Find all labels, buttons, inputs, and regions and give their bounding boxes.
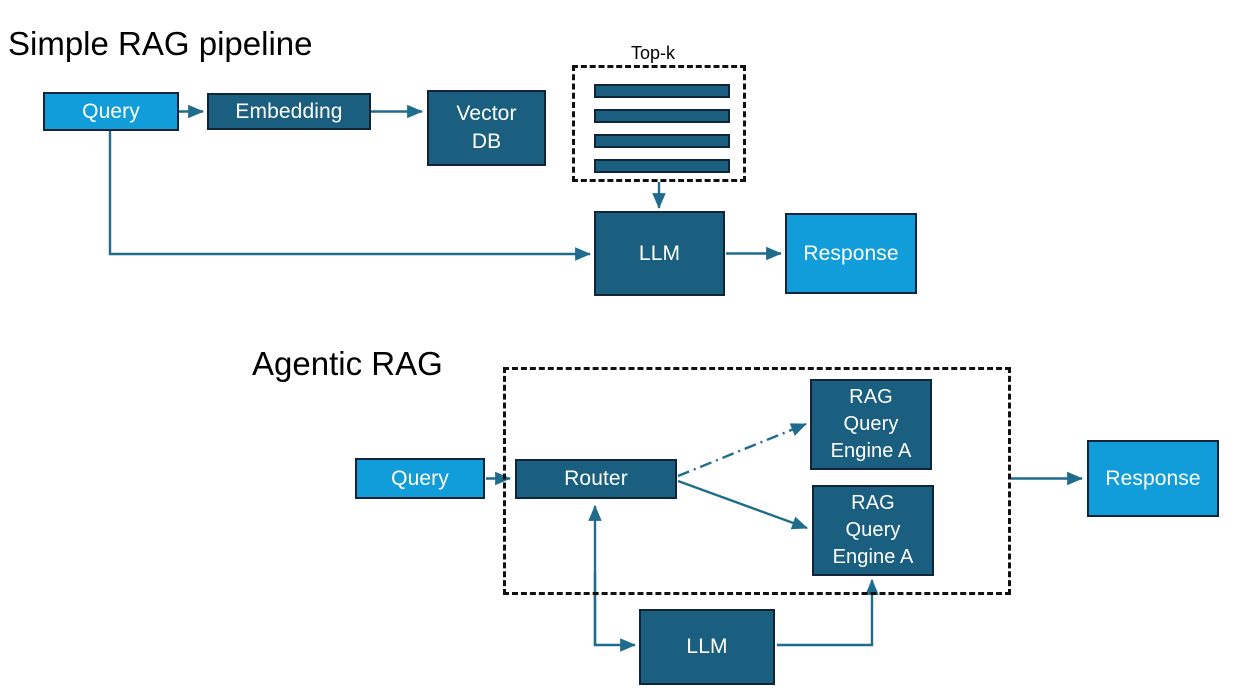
node-llm-agentic[interactable]: LLM: [639, 609, 775, 685]
topk-bar: [594, 84, 730, 98]
node-engine-a-top-line3: Engine A: [830, 440, 912, 462]
edge-llm-to-engine-a-bottom: [777, 579, 879, 647]
node-query-simple-label: Query: [82, 99, 140, 123]
node-engine-a-top-line2: Query: [843, 413, 899, 435]
node-llm-simple-label: LLM: [638, 241, 681, 265]
node-rag-query-engine-a-top[interactable]: RAG Query Engine A: [810, 379, 932, 470]
node-router[interactable]: Router: [515, 459, 677, 499]
node-engine-a-top-line1: RAG: [849, 386, 893, 408]
simple-rag-title: Simple RAG pipeline: [8, 25, 313, 62]
edge-router-to-engine-a-bottom: [677, 479, 808, 530]
node-response-simple[interactable]: Response: [785, 213, 917, 294]
node-response-simple-label: Response: [803, 241, 899, 265]
agentic-rag-title: Agentic RAG: [252, 345, 443, 382]
node-query-agentic-label: Query: [391, 466, 449, 490]
agentic-group-boundary: [503, 367, 1011, 595]
node-engine-a-bottom-line3: Engine A: [832, 546, 914, 568]
edge-query-to-llm: [108, 131, 591, 261]
node-vector-db-label-line1: Vector: [456, 102, 517, 125]
topk-bar: [594, 134, 730, 148]
node-rag-query-engine-a-bottom[interactable]: RAG Query Engine A: [812, 485, 934, 576]
node-llm-agentic-label: LLM: [686, 635, 728, 658]
node-query-agentic[interactable]: Query: [355, 458, 485, 499]
topk-caption: Top-k: [631, 43, 676, 63]
node-vector-db-label-line2: DB: [471, 130, 502, 153]
node-embedding-label: Embedding: [235, 99, 343, 123]
node-vector-db[interactable]: Vector DB: [427, 90, 546, 166]
topk-bar: [594, 109, 730, 123]
topk-group: [572, 65, 746, 182]
node-router-label: Router: [564, 467, 628, 490]
node-embedding[interactable]: Embedding: [207, 93, 371, 130]
topk-bar: [594, 159, 730, 173]
node-response-agentic-label: Response: [1105, 466, 1201, 490]
node-llm-simple[interactable]: LLM: [594, 211, 725, 296]
node-response-agentic[interactable]: Response: [1087, 440, 1219, 517]
node-query-simple[interactable]: Query: [43, 92, 179, 131]
node-engine-a-bottom-line2: Query: [845, 519, 901, 541]
node-engine-a-bottom-line1: RAG: [851, 492, 895, 514]
